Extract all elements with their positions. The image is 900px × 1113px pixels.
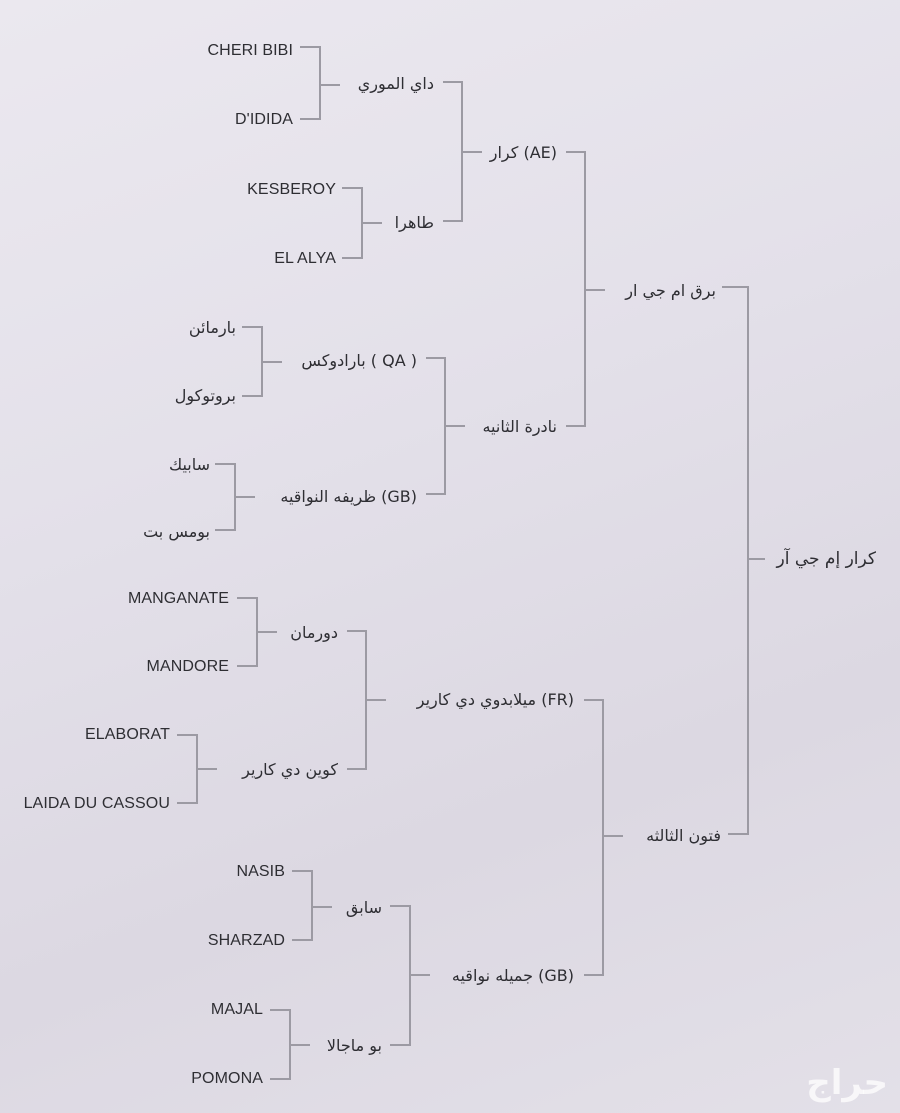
g4-pomona: POMONA: [191, 1070, 263, 1087]
bracket-paradox: [242, 326, 282, 397]
watermark-logo: حراج: [806, 1063, 888, 1103]
g4-kesberoy: KESBEROY: [247, 181, 336, 198]
parent-sire-barq: برق ام جي ار: [625, 281, 716, 300]
g4-majal: MAJAL: [210, 1001, 263, 1018]
bracket-queen: [177, 734, 217, 804]
bracket-jamila: [390, 905, 430, 1046]
ggp-taahira: طاهرا: [394, 213, 434, 232]
g4-bomsbet: بومس بت: [143, 522, 210, 541]
g4-sabik: سابيك: [168, 455, 210, 474]
g4-laida-du-cassou: LAIDA DU CASSOU: [23, 795, 170, 812]
g4-mandore: MANDORE: [146, 658, 229, 675]
ggp-paradox: بارادوكس ( QA ): [301, 351, 417, 370]
bracket-karrar-ae: [443, 81, 482, 222]
ggp-dorman: دورمان: [290, 623, 338, 642]
gp-jamila: جميله نواقيه (GB): [451, 966, 574, 985]
bracket-melabdoui: [347, 630, 386, 770]
g4-elaborat: ELABORAT: [85, 726, 170, 743]
g4-didida: D'IDIDA: [235, 111, 293, 128]
bracket-dai-almouri: [300, 46, 340, 120]
ggp-queen-de-carrier: كوين دي كارير: [242, 760, 338, 779]
g4-barmain: بارمائن: [188, 318, 236, 337]
gp-melabdoui: ميلابدوي دي كارير (FR): [416, 690, 574, 709]
g4-manganate: MANGANATE: [127, 590, 229, 607]
bracket-sabiq: [292, 870, 332, 941]
bracket-taahira: [342, 187, 382, 259]
bracket-barq: [566, 151, 605, 427]
g4-protocol: بروتوكول: [174, 386, 236, 405]
bracket-root: [722, 286, 765, 835]
ggp-sabiq: سابق: [345, 898, 382, 917]
bracket-bou-majala: [270, 1009, 310, 1080]
ggp-zarifa: ظريفه النواقيه (GB): [280, 487, 417, 506]
root-horse: كرار إم جي آر: [776, 549, 876, 569]
gp-karrar-ae: كرار (AE): [489, 143, 557, 162]
g4-el-alya: EL ALYA: [274, 250, 336, 267]
g4-cheri-bibi: CHERI BIBI: [207, 42, 293, 59]
g4-sharzad: SHARZAD: [207, 932, 285, 949]
ggp-bou-majala: بو ماجالا: [326, 1036, 382, 1055]
bracket-nadira: [426, 357, 465, 495]
g4-nasib: NASIB: [236, 863, 285, 880]
parent-dam-fatoun: فتون الثالثه: [646, 826, 721, 845]
ggp-dai-almouri: داي الموري: [357, 74, 434, 93]
bracket-fatoun: [584, 699, 623, 976]
gp-nadira: نادرة الثانيه: [482, 417, 557, 436]
bracket-zarifa: [215, 463, 255, 531]
bracket-dorman: [237, 597, 277, 667]
